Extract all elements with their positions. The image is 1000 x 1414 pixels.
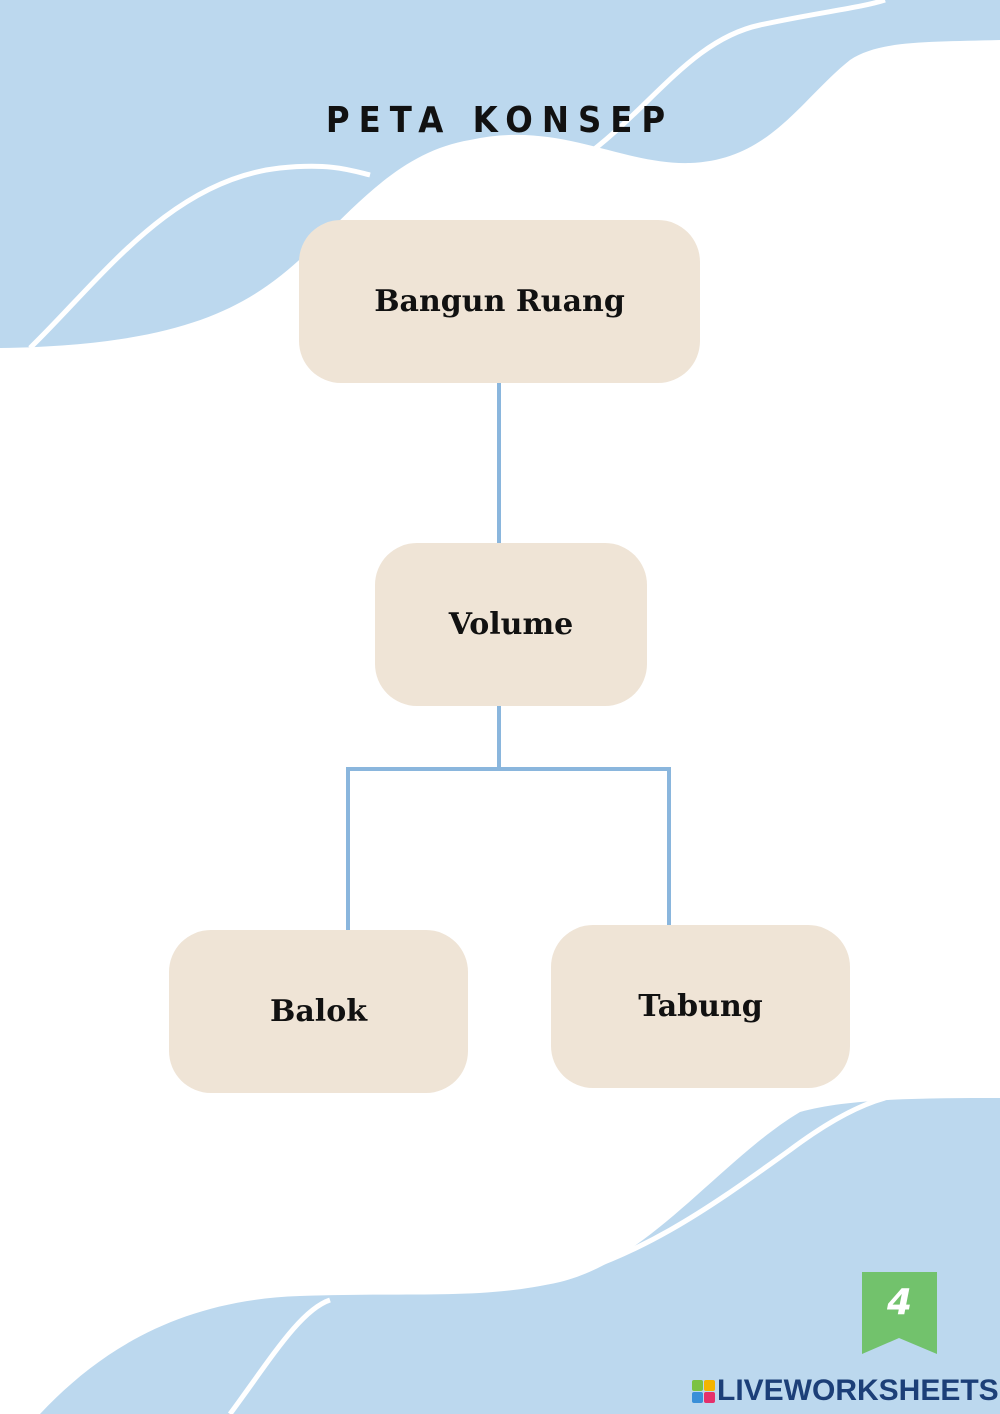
top-wave-line bbox=[28, 0, 886, 350]
connector-right bbox=[667, 767, 671, 927]
page-title: PETA KONSEP bbox=[325, 100, 675, 141]
top-wave bbox=[0, 0, 1000, 348]
connector-root-middle bbox=[497, 383, 501, 545]
bookmark-icon bbox=[862, 1272, 937, 1354]
node-balok: Balok bbox=[169, 930, 468, 1093]
node-volume: Volume bbox=[375, 543, 647, 706]
bottom-wave-line bbox=[227, 1095, 886, 1414]
page-number-badge: 4 bbox=[862, 1272, 937, 1354]
page-number: 4 bbox=[886, 1282, 913, 1323]
connector-left bbox=[346, 767, 350, 931]
connector-horizontal bbox=[346, 767, 670, 771]
logo-blocks-icon bbox=[692, 1379, 715, 1403]
brand-name: LIVEWORKSHEETS bbox=[717, 1374, 999, 1407]
node-tabung: Tabung bbox=[551, 925, 850, 1088]
node-bangun-ruang: Bangun Ruang bbox=[299, 220, 700, 383]
liveworksheets-logo: LIVEWORKSHEETS bbox=[692, 1374, 999, 1408]
bottom-wave bbox=[40, 1098, 1000, 1414]
connector-middle-down bbox=[497, 706, 501, 770]
